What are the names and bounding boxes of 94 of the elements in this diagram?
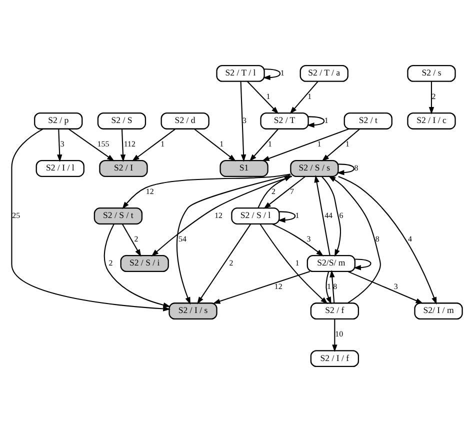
node-box: S2 / I / f <box>310 350 360 367</box>
edge-label: 8 <box>375 234 380 244</box>
arrow <box>314 174 330 255</box>
edge-label: 54 <box>178 234 186 244</box>
edge-label: 1 <box>326 282 331 291</box>
arrow <box>57 128 62 162</box>
arrow <box>240 81 246 162</box>
arrow <box>11 128 171 311</box>
arrow <box>306 116 325 128</box>
edge-label: 1 <box>295 210 300 220</box>
node-box: S2 / S / l <box>231 207 280 224</box>
arrow <box>428 80 434 114</box>
node-box: S2 / I / l <box>36 159 84 176</box>
edge-label: 1 <box>345 139 350 148</box>
arrow <box>212 270 310 304</box>
arrow <box>354 258 372 270</box>
edge-label: 4 <box>408 234 412 244</box>
node-box: S1 <box>220 159 268 176</box>
edge-label: 8 <box>354 162 358 172</box>
arrow <box>122 223 142 256</box>
arrow <box>338 175 437 304</box>
edge-label: 3 <box>242 115 246 124</box>
arrow <box>262 128 350 161</box>
edge-label: 1 <box>160 139 165 148</box>
node-box: S2 / f <box>310 302 360 320</box>
arrow <box>348 270 424 304</box>
arrow <box>260 223 328 304</box>
edge-label: 2 <box>272 186 276 196</box>
edge-label: 10 <box>335 329 344 338</box>
node-box: S2 / s <box>407 64 456 82</box>
node-box: S2 / d <box>160 112 210 129</box>
arrow <box>262 68 281 80</box>
node-box: S2 / S / s <box>290 159 339 176</box>
arrow <box>176 174 291 304</box>
edge-label: 1 <box>280 68 284 77</box>
edge-label: 1 <box>266 92 270 101</box>
arrow <box>290 80 318 114</box>
arrow <box>247 80 279 114</box>
node-box: S2 / S <box>97 112 146 129</box>
arrow <box>68 128 114 161</box>
edge-label: 12 <box>214 210 222 220</box>
edge-label: 1 <box>295 258 300 267</box>
node-box: S2 / I <box>99 159 148 176</box>
arrow <box>330 269 335 302</box>
edge-label: 2 <box>108 258 113 267</box>
node-box: S2 / T <box>260 112 309 129</box>
edge-label: 1 <box>308 92 312 101</box>
edge-label: 8 <box>333 282 338 291</box>
edge-label: 44 <box>324 210 332 220</box>
node-box: S2 / I / c <box>407 112 456 129</box>
node-box: S2/S/ m <box>306 254 356 272</box>
edge-label: 2 <box>432 92 436 101</box>
edge-label: 2 <box>229 258 234 267</box>
arrow <box>194 128 236 161</box>
arrow <box>249 128 279 162</box>
arrow <box>104 223 171 308</box>
arrow <box>197 223 252 304</box>
edge-label: 7 <box>290 186 294 196</box>
arrow <box>326 270 332 304</box>
arrow <box>151 175 292 256</box>
arrow <box>264 176 306 208</box>
node-box: S2/ I / m <box>414 302 463 320</box>
edge-label: 1 <box>268 139 272 148</box>
arrow <box>278 210 296 222</box>
node-box: S2 / t <box>344 112 392 129</box>
arrow <box>120 128 126 162</box>
edge-label: 3 <box>394 282 398 291</box>
node-box: S2 / T / l <box>216 64 265 82</box>
edge-label: 2 <box>134 234 138 244</box>
edge-label: 25 <box>12 210 20 220</box>
node-box: S2 / S / i <box>120 254 169 272</box>
arrow <box>332 318 338 352</box>
node-box: S2 / I / s <box>168 302 218 320</box>
arrow <box>336 163 355 175</box>
node-box: S2 / p <box>34 112 83 129</box>
edge-label: 12 <box>274 282 282 291</box>
node-box: S2 / T / a <box>300 64 348 82</box>
arrow <box>258 175 292 208</box>
edge-label: 1 <box>324 115 328 124</box>
edge-label: 112 <box>124 139 136 148</box>
edge-label: 3 <box>60 139 64 148</box>
edge-label: 1 <box>317 139 322 148</box>
edge-label: 1 <box>220 139 224 148</box>
arrow <box>272 222 324 256</box>
node-box: S2 / S / t <box>94 207 143 224</box>
arrow <box>328 175 381 303</box>
arrow <box>322 176 342 256</box>
edge-label: 3 <box>306 234 311 244</box>
arrow <box>132 128 176 161</box>
arrow <box>322 128 360 161</box>
arrow <box>122 173 290 209</box>
edge-label: 6 <box>339 210 344 220</box>
edge-label: 12 <box>146 186 154 196</box>
edge-label: 155 <box>97 139 110 148</box>
